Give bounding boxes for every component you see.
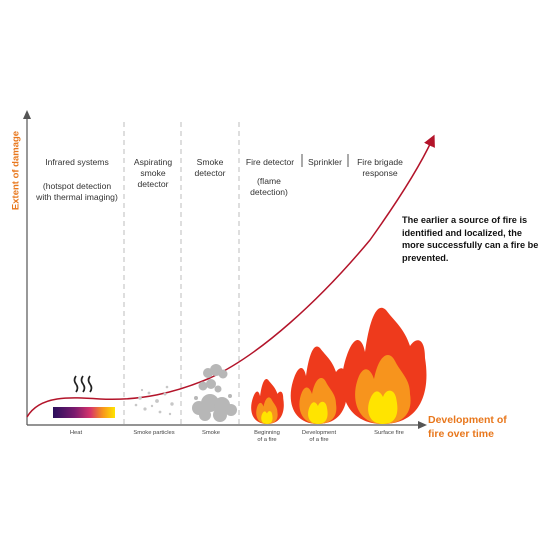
x-axis-label-line1: Development of [428,414,507,426]
smoke-particles-icon [134,385,174,416]
heat-waves-icon [73,375,93,393]
stage-fire-detector-title: Fire detector [245,157,295,167]
x-axis-label-line2: fire over time [428,428,494,440]
stage-infrared-detail: (hotspot detection with thermal imaging) [36,181,118,202]
y-axis-label: Extent of damage [10,130,22,211]
stage-fire-brigade-title: Fire brigade response [357,157,403,178]
damage-curve [26,134,435,418]
y-axis-arrow-icon [23,110,31,119]
x-axis-arrow-icon [418,421,427,429]
phase-smoke-label: Smoke [201,430,221,436]
stage-fire-detector-detail: (flame detection) [250,176,288,197]
phase-smoke-particles-label: Smoke particles [133,430,175,436]
phase-beginning-label: Beginning of a fire [254,430,280,443]
heat-gradient-bar [53,407,115,418]
flame-icon-large [342,307,427,424]
stage-sprinkler-title: Sprinkler [308,157,342,167]
stage-infrared-title: Infrared systems [45,157,109,167]
flame-icon-small [251,379,284,424]
smoke-cloud-icon [192,364,237,422]
stage-smoke-detector-title: Smoke detector [194,157,226,178]
flame-icon-medium [290,346,347,424]
phase-surface-fire-label: Surface fire [374,430,404,436]
phase-heat-label: Heat [69,430,83,436]
stage-aspirating-title: Aspirating smoke detector [133,157,173,189]
phase-development-label: Development of a fire [301,430,337,443]
prevention-note: The earlier a source of fire is identifi… [402,215,539,263]
